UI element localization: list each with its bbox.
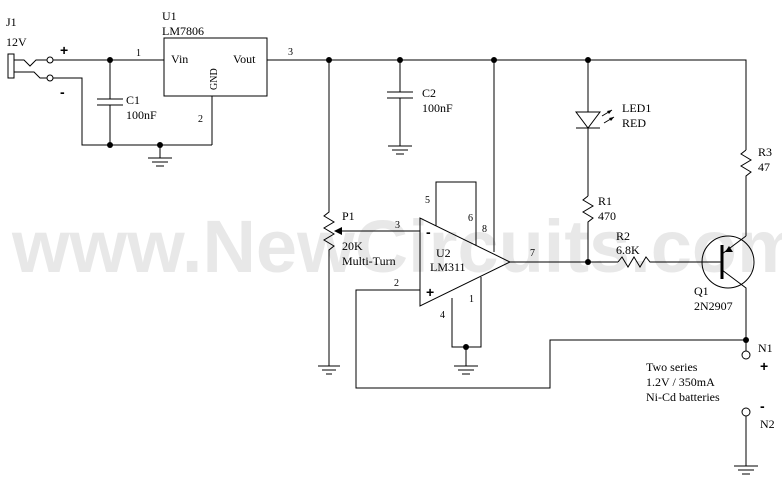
u2-pin6: 6 [468, 213, 473, 224]
u1-pin-gnd: 2 [198, 114, 203, 125]
r3-ref: R3 [758, 145, 772, 159]
led-led1: LED1 RED [575, 60, 651, 196]
r3-value: 47 [758, 160, 770, 174]
wire-feedback [355, 289, 746, 389]
u1-pin-out: 3 [288, 47, 293, 58]
n2-sign: - [760, 398, 765, 414]
u1-pin-in: 1 [136, 48, 141, 59]
potentiometer-p1: P1 20K Multi-Turn [318, 60, 420, 375]
j1-voltage: 12V [6, 35, 27, 49]
battery-line-2: 1.2V / 350mA [646, 375, 715, 389]
r2-value: 6.8K [616, 243, 640, 257]
terminal-n2 [741, 407, 751, 417]
dc-jack-j1: J1 12V + - [6, 15, 68, 100]
u2-pin7: 7 [530, 248, 535, 259]
p1-ref: P1 [342, 209, 355, 223]
u2-pin5: 5 [425, 195, 430, 206]
ground-symbol [148, 145, 172, 167]
r1-ref: R1 [598, 194, 612, 208]
q1-ref: Q1 [694, 284, 709, 298]
c1-value: 100nF [126, 108, 157, 122]
n2-ref: N2 [760, 417, 775, 431]
n1-ref: N1 [758, 341, 773, 355]
led1-ref: LED1 [622, 101, 651, 115]
regulator-u1: Vin Vout GND U1 LM7806 1 3 2 [136, 9, 293, 125]
battery-line-3: Ni-Cd batteries [646, 390, 720, 404]
watermark: www.NewCircuits.com [11, 205, 782, 288]
capacitor-c1: C1 100nF [97, 60, 157, 145]
u2-minus: - [426, 224, 431, 240]
r2-ref: R2 [616, 229, 630, 243]
junction-dot [107, 142, 113, 148]
wire-n2-ground [734, 416, 758, 475]
terminal-n1 [741, 350, 751, 360]
resistor-r3: R3 47 [740, 145, 772, 236]
j1-ref: J1 [6, 15, 17, 29]
c2-ref: C2 [422, 86, 436, 100]
c1-ref: C1 [126, 93, 140, 107]
battery-line-1: Two series [646, 360, 698, 374]
c2-value: 100nF [422, 101, 453, 115]
u1-ref: U1 [162, 9, 177, 23]
resistor-r2: R2 6.8K [616, 229, 706, 268]
u1-gnd-label: GND [209, 68, 220, 90]
u2-pin3: 3 [395, 220, 400, 231]
wire-output-rail [267, 59, 747, 150]
u1-vout-label: Vout [233, 52, 256, 66]
junction-dot [107, 57, 113, 63]
comparator-u2: - + U2 LM311 3 2 5 6 8 7 4 1 [394, 195, 535, 321]
transistor-q1: Q1 2N2907 [694, 235, 755, 340]
resistor-r1: R1 470 [582, 194, 616, 262]
u2-pin8: 8 [482, 224, 487, 235]
wire-u2-pin5-6 [435, 181, 477, 246]
p1-value: 20K [342, 239, 363, 253]
u2-ref: U2 [436, 246, 451, 260]
j1-plus: + [60, 42, 68, 58]
junction-dot [585, 259, 591, 265]
u2-pin4: 4 [440, 310, 445, 321]
u2-plus: + [426, 284, 434, 300]
q1-part: 2N2907 [694, 299, 733, 313]
led1-color: RED [622, 116, 646, 130]
u1-vin-label: Vin [171, 52, 188, 66]
n1-sign: + [760, 358, 768, 374]
u2-part: LM311 [430, 260, 466, 274]
r1-value: 470 [598, 209, 616, 223]
ground-symbol [454, 347, 478, 375]
u1-part: LM7806 [162, 24, 204, 38]
capacitor-c2: C2 100nF [387, 60, 453, 155]
u2-pin1: 1 [469, 294, 474, 305]
u2-pin2: 2 [394, 278, 399, 289]
j1-minus: - [60, 84, 65, 100]
wire-input-negative [53, 77, 212, 146]
p1-type: Multi-Turn [342, 254, 396, 268]
